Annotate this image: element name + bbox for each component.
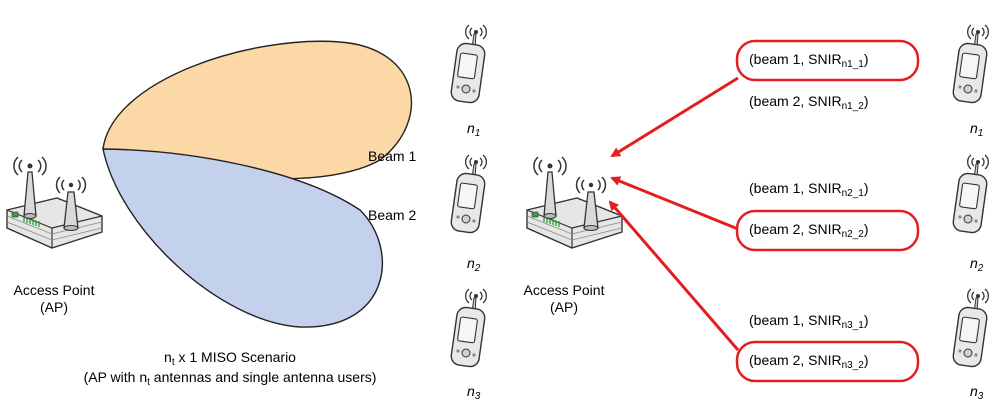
report-n2-beam2: (beam 2, SNIRn2_2) xyxy=(749,221,869,240)
report-n1-beam1: (beam 1, SNIRn1_1) xyxy=(749,51,869,70)
right-ap-device xyxy=(526,156,623,249)
highlight-oval-n2 xyxy=(735,209,920,252)
highlight-oval-n1 xyxy=(735,39,920,82)
left-user-label-n1: n1 xyxy=(467,120,481,139)
right-user-device-n1 xyxy=(951,24,990,105)
left-ap-label-line1: Access Point xyxy=(13,282,95,298)
highlight-oval-n3 xyxy=(735,340,920,383)
report-n1-beam2: (beam 2, SNIRn1_2) xyxy=(749,93,869,112)
right-user-device-n2 xyxy=(951,154,990,235)
scenario-caption-line2: (AP with nt antennas and single antenna … xyxy=(83,369,377,388)
right-user-label-n3: n3 xyxy=(970,383,984,402)
report-n3-beam1: (beam 1, SNIRn3_1) xyxy=(749,312,869,331)
scenario-caption-line1: nt x 1 MISO Scenario xyxy=(164,349,296,368)
left-ap-label-line2: (AP) xyxy=(40,298,68,315)
left-user-device-n1 xyxy=(449,24,488,105)
left-user-label-n3: n3 xyxy=(467,383,481,402)
report-n3-beam2: (beam 2, SNIRn3_2) xyxy=(749,352,869,371)
beam-1-label: Beam 1 xyxy=(368,148,417,164)
right-ap-label: Access Point (AP) xyxy=(518,282,610,316)
feedback-arrow-n2 xyxy=(610,176,739,231)
left-ap-label: Access Point (AP) xyxy=(8,282,100,316)
right-user-label-n2: n2 xyxy=(970,255,984,274)
feedback-arrow-n1 xyxy=(610,76,739,158)
left-user-device-n3 xyxy=(449,288,488,369)
scenario-caption: nt x 1 MISO Scenario (AP with nt antenna… xyxy=(20,349,440,389)
left-user-label-n2: n2 xyxy=(467,255,481,274)
left-user-device-n2 xyxy=(449,154,488,235)
feedback-arrow-n3 xyxy=(608,200,740,351)
right-user-label-n1: n1 xyxy=(970,120,984,139)
right-ap-label-line2: (AP) xyxy=(550,298,578,315)
right-user-device-n3 xyxy=(951,288,990,369)
right-ap-label-line1: Access Point xyxy=(523,282,605,298)
beam-2-lobe xyxy=(102,148,384,328)
report-n2-beam1: (beam 1, SNIRn2_1) xyxy=(749,180,869,199)
left-ap-device xyxy=(6,156,103,249)
beam-2-label: Beam 2 xyxy=(368,207,417,223)
